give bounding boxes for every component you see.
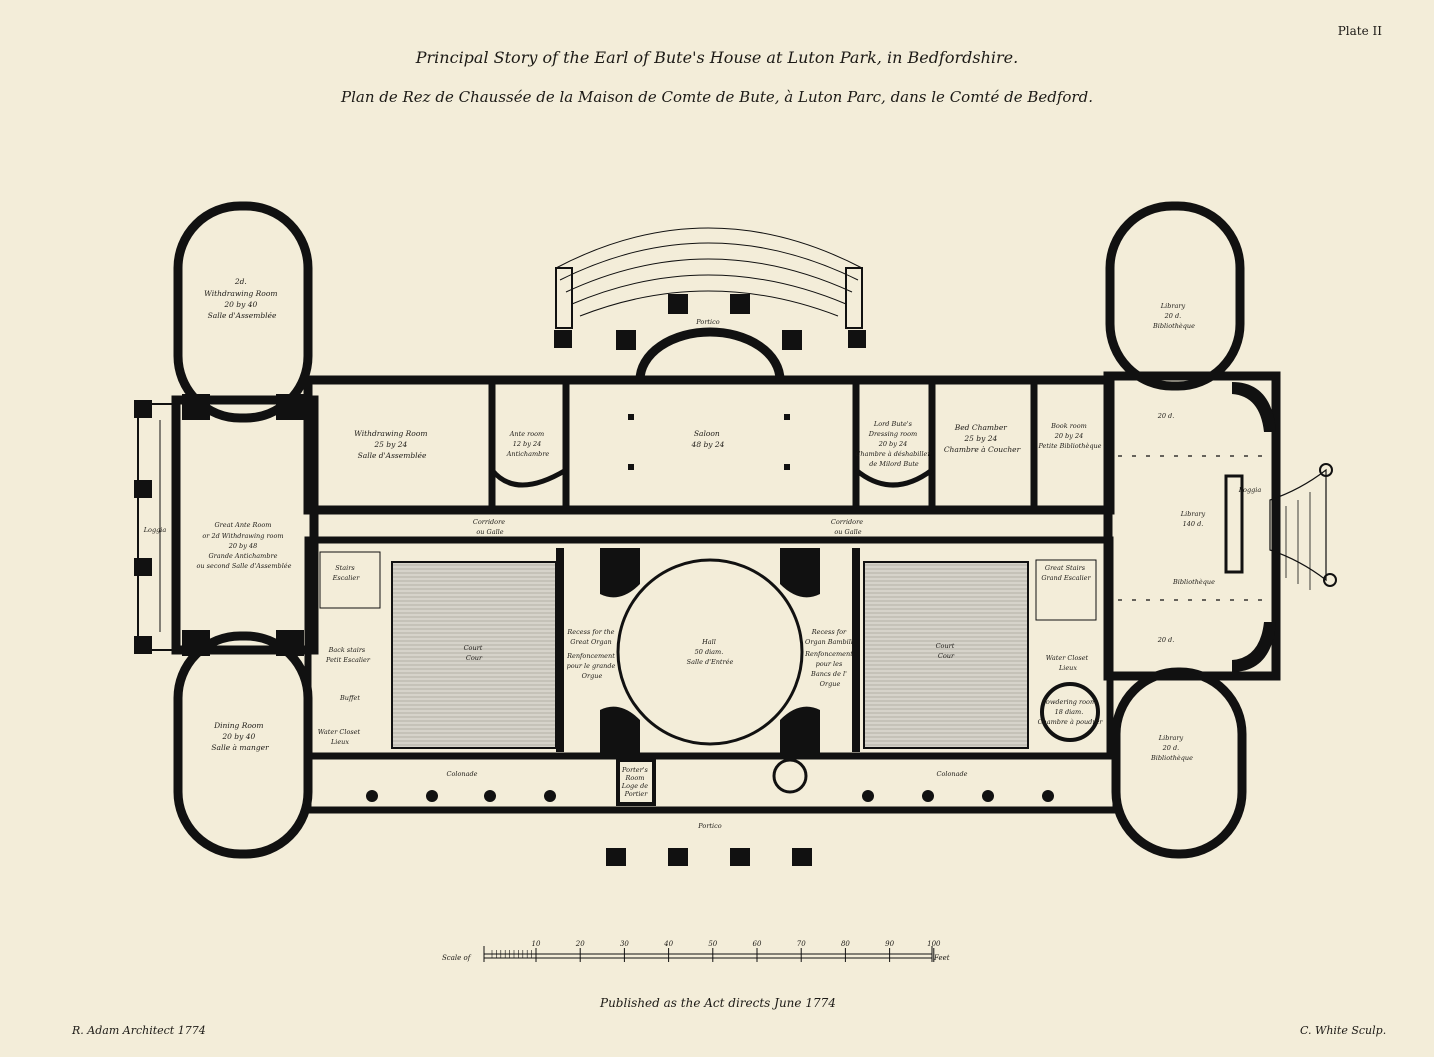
label-library-dim-bottom: 20 d.: [1157, 636, 1175, 644]
north-portico: [554, 227, 866, 350]
label-library-mid: Library 140 d. Bibliothèque: [1172, 510, 1215, 586]
label-court-east: Court Cour: [936, 642, 957, 660]
scale-unit: Feet: [933, 954, 950, 962]
label-buffet: Buffet: [339, 694, 360, 702]
scale-tick-label: 40: [663, 940, 673, 948]
scale-tick-label: 70: [797, 940, 806, 948]
label-bedchamber: Bed Chamber 25 by 24 Chambre à Coucher: [944, 423, 1021, 454]
label-recess-east: Recess for Organ Bambill Renfoncement po…: [804, 628, 855, 688]
label-anteroom: Ante room 12 by 24 Antichambre: [506, 430, 550, 458]
engraver-credit: C. White Sculp.: [1300, 1024, 1387, 1037]
label-lord-bute-dressing: Lord Bute's Dressing room 20 by 24 Chamb…: [855, 420, 932, 468]
scale-tick-label: 50: [708, 940, 717, 948]
label-hall: Hall 50 diam. Salle d'Entrée: [687, 638, 734, 666]
label-wc-west: Water Closet Lieux: [318, 728, 362, 746]
label-library-dim-top: 20 d.: [1157, 412, 1175, 420]
label-colonade-west: Colonade: [447, 770, 478, 778]
label-recess-west: Recess for the Great Organ Renfoncement …: [566, 628, 617, 680]
label-withdrawing: Withdrawing Room 25 by 24 Salle d'Assemb…: [354, 429, 430, 460]
scale-tick-label: 60: [753, 940, 762, 948]
scale-tick-label: 20: [575, 940, 585, 948]
label-portico-south: Portico: [697, 822, 721, 830]
label-court-west: Court Cour: [464, 644, 485, 662]
label-loggia-west: Loggia: [143, 526, 167, 534]
label-great-anteroom: Great Ante Room or 2d Withdrawing room 2…: [197, 521, 292, 570]
label-library-top: Library 20 d. Bibliothèque: [1152, 302, 1195, 330]
label-bookroom: Book room 20 by 24 Petite Bibliothèque: [1037, 422, 1101, 450]
label-wc-east: Water Closet Lieux: [1046, 654, 1090, 672]
label-loggia-east: Loggia: [1238, 486, 1262, 494]
central-range: [304, 536, 1114, 806]
label-saloon: Saloon 48 by 24: [691, 429, 725, 449]
label-dining: Dining Room 20 by 40 Salle à manger: [211, 721, 269, 752]
west-pavilion: [134, 201, 319, 859]
scale-tick-label: 100: [927, 940, 941, 948]
south-colonnade: [304, 752, 1120, 866]
label-west-drawing: 2d. Withdrawing Room 20 by 40 Salle d'As…: [204, 277, 280, 320]
label-portico: Portico: [695, 318, 719, 326]
scale-tick-label: 90: [885, 940, 894, 948]
plate-number: Plate II: [1337, 24, 1382, 38]
label-powdering: Powdering room 18 diam. Chambre à poudre…: [1038, 698, 1104, 726]
label-stair-west: Stairs Escalier: [332, 564, 361, 582]
scale-tick-label: 30: [620, 940, 629, 948]
label-colonade-east: Colonade: [937, 770, 968, 778]
scale-label: Scale of: [442, 954, 472, 962]
label-library-bottom: Library 20 d. Bibliothèque: [1150, 734, 1193, 762]
published-note: Published as the Act directs June 1774: [600, 996, 836, 1010]
label-porters-room: Porter's Room Loge de Portier: [621, 766, 650, 798]
architect-credit: R. Adam Architect 1774: [72, 1024, 206, 1037]
label-stair-east: Great Stairs Grand Escalier: [1041, 564, 1091, 582]
north-range: [303, 327, 1115, 515]
title-french: Plan de Rez de Chaussée de la Maison de …: [341, 88, 1093, 106]
scale-tick-label: 10: [532, 940, 541, 948]
label-corridor-east: Corridore ou Galle: [831, 518, 865, 536]
scale-bar: Scale of 10 20 30 40 50 60 70 80 90 100 Feet: [442, 940, 950, 962]
title-english: Principal Story of the Earl of Bute's Ho…: [415, 48, 1019, 67]
east-pavilion: [1103, 201, 1337, 859]
label-corridor-west: Corridore ou Galle: [473, 518, 507, 536]
label-back-stairs: Back stairs Petit Escalier: [325, 646, 371, 664]
scale-tick-label: 80: [841, 940, 850, 948]
